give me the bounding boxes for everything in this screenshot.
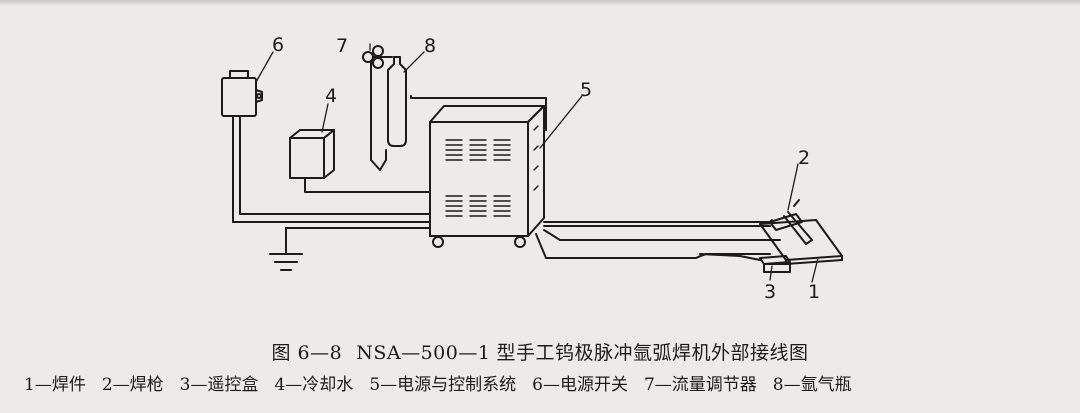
legend-item: 3—遥控盒: [179, 375, 259, 395]
argon-hose: [370, 61, 387, 171]
welding-torch: [769, 199, 813, 245]
legend-item: 7—流量调节器: [643, 375, 757, 395]
callout-7: 7: [336, 35, 348, 57]
workpiece-cable-b: [543, 229, 781, 241]
legend-item: 8—氩气瓶: [772, 375, 852, 395]
figure-legend: 1—焊件 2—焊枪 3—遥控盒 4—冷却水 5—电源与控制系统 6—电源开关 7…: [24, 370, 1064, 395]
callout-1: 1: [808, 281, 820, 303]
workpiece-cable: [535, 233, 771, 259]
callout-5: 5: [580, 79, 592, 101]
argon-bottle: [387, 56, 407, 147]
legend-item: 5—电源与控制系统: [369, 375, 517, 395]
cooling-water-unit: [289, 129, 335, 179]
wiring-diagram: 6 4 7 8 5 2 3 1: [221, 34, 843, 303]
legend-item: 1—焊件: [24, 375, 86, 395]
page-top-edge: [0, 0, 1080, 6]
legend-item: 4—冷却水: [274, 375, 354, 395]
torch-cable: [543, 219, 773, 223]
legend-item: 6—电源开关: [532, 375, 628, 395]
callout-8: 8: [424, 35, 436, 57]
figure-number: 图 6—8: [271, 342, 343, 364]
callout-3: 3: [764, 281, 776, 303]
power-supply-control-unit: [429, 105, 545, 248]
figure-model: NSA—500—1: [356, 342, 491, 364]
remote-control-box: [759, 255, 791, 273]
ground-symbol: [269, 227, 303, 271]
cooling-water-hose: [304, 177, 431, 193]
power-switch: [221, 70, 263, 117]
callout-4: 4: [325, 85, 337, 107]
argon-hose-to-unit: [410, 95, 547, 131]
callout-2: 2: [798, 147, 810, 169]
callout-6: 6: [272, 34, 284, 56]
flow-regulator: [362, 45, 393, 69]
switch-cable: [232, 115, 431, 223]
figure-title: 型手工钨极脉冲氩弧焊机外部接线图: [496, 342, 809, 364]
legend-item: 2—焊枪: [101, 375, 164, 395]
